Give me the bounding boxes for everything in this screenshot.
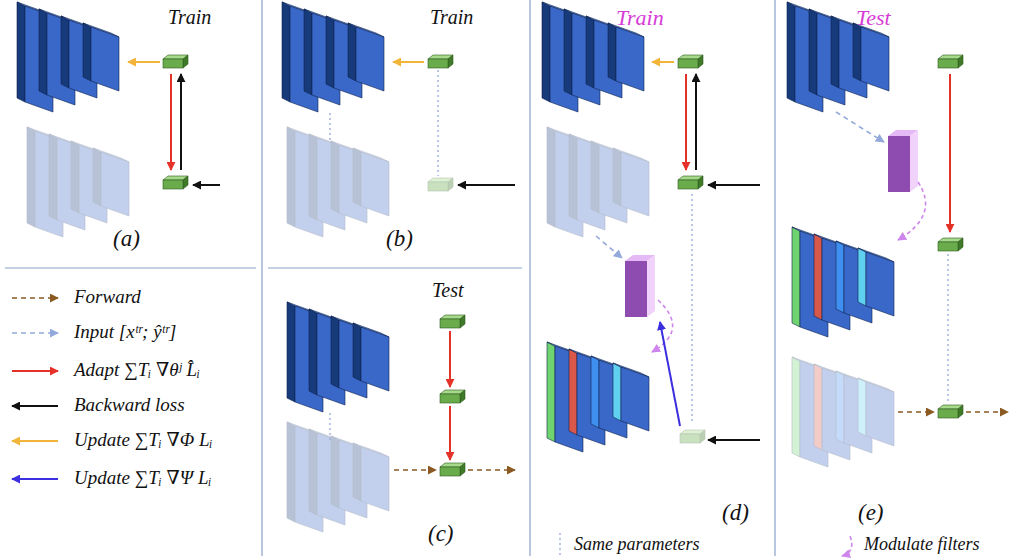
panel-letter: (d) xyxy=(722,500,749,525)
stage-label: Train xyxy=(616,6,664,30)
stage-label: Test xyxy=(432,279,464,301)
legend-text: Backward loss xyxy=(74,395,185,416)
panel-letter: (c) xyxy=(428,521,454,546)
legend-text: Adapt ∑Tᵢ ∇θʲ L̂ᵢ xyxy=(74,360,200,381)
stage-label: Test xyxy=(856,6,891,30)
panel-letter: (a) xyxy=(113,226,140,251)
legend-text: Forward xyxy=(74,287,141,308)
legend-text: Update ∑Tᵢ ∇Ψ Lᵢ xyxy=(74,468,212,489)
legend-text: Modulate filters xyxy=(864,535,980,555)
legend-text: Same parameters xyxy=(574,535,699,555)
panel-divider xyxy=(5,0,775,556)
panel-letter: (b) xyxy=(386,226,413,251)
stage-label: Train xyxy=(168,6,211,28)
legend-text: Input [xᵗʳ; ŷᵗʳ] xyxy=(74,322,176,343)
panel-letter: (e) xyxy=(858,500,884,525)
stage-label: Train xyxy=(430,6,473,28)
legend-text: Update ∑Tᵢ ∇Φ Lᵢ xyxy=(74,430,213,451)
